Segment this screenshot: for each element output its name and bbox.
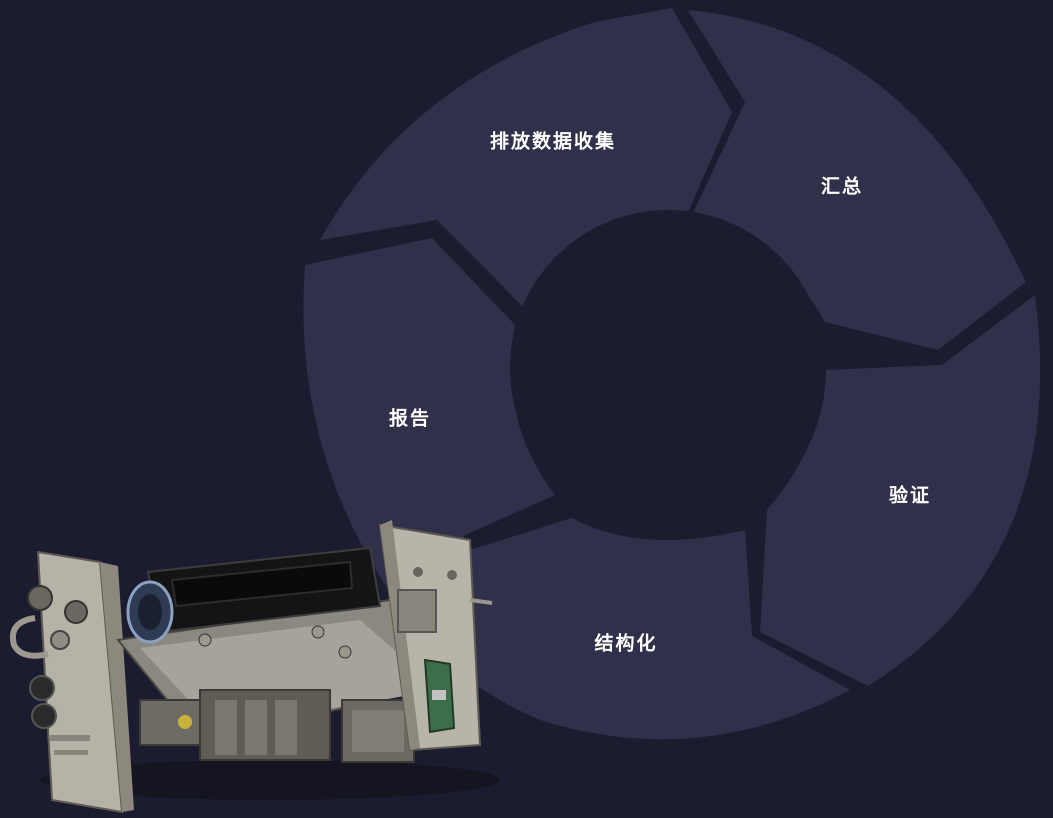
label-emission-data-collection: 排放数据收集 [490,130,616,153]
gas-analyzer-device-illustration [10,520,500,814]
segment-aggregation [688,10,1026,350]
label-verification: 验证 [889,484,931,507]
segment-emission-data-collection [320,8,732,310]
segment-verification [760,295,1041,686]
cycle-center [510,210,826,526]
label-aggregation: 汇总 [821,175,863,198]
label-structuring: 结构化 [594,632,657,655]
label-report: 报告 [389,407,431,430]
cycle-ring [303,8,1041,740]
segment-structuring [425,518,850,740]
segment-report [303,238,555,630]
